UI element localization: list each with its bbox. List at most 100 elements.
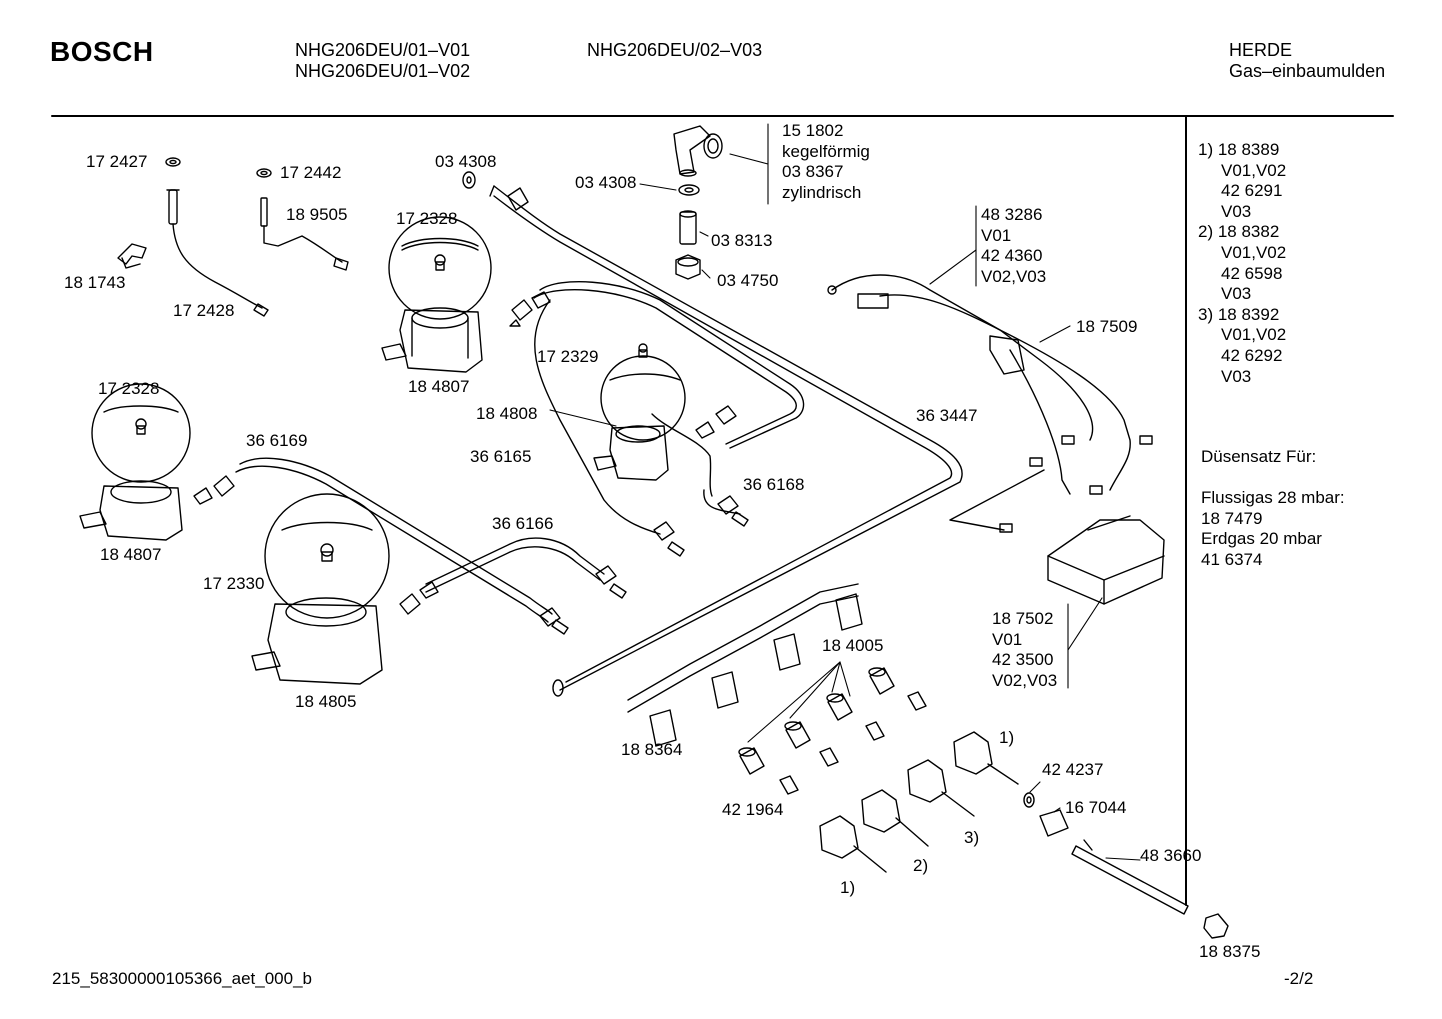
legend-line: V03	[1221, 201, 1252, 221]
nozzle-set-list: Flussigas 28 mbar: 18 7479 Erdgas 20 mba…	[1201, 488, 1345, 570]
model-number: NHG206DEU/01–V01	[295, 40, 471, 60]
nut-icon	[675, 254, 701, 280]
part-label: 18 4807	[408, 377, 470, 396]
part-label: 18 4805	[295, 692, 357, 711]
category-line: Gas–einbaumulden	[1229, 61, 1386, 81]
part-label: 03 4308	[575, 173, 637, 192]
stack-line: V01	[981, 225, 1012, 245]
stack-line: kegelförmig	[782, 141, 870, 161]
stack-line: V02,V03	[981, 266, 1047, 286]
part-label: 17 2328	[98, 379, 160, 398]
nozzle-line: Erdgas 20 mbar	[1201, 529, 1322, 549]
variant-marker: 2)	[913, 856, 929, 875]
legend-line: V01,V02	[1221, 160, 1287, 180]
stack-line: V01	[992, 629, 1023, 649]
variant-marker: 1)	[999, 728, 1015, 747]
part-label: 18 8375	[1199, 942, 1261, 961]
elbow-fitting-icon	[673, 125, 723, 177]
legend-line: V03	[1221, 284, 1252, 304]
gas-pipe-main-icon	[489, 185, 963, 697]
legend-line: 3) 18 8392	[1198, 304, 1280, 324]
ignition-cable-icon	[827, 274, 1153, 533]
spark-generator-icon	[1047, 515, 1165, 605]
part-label: 36 6166	[492, 514, 554, 533]
part-label: 18 4807	[100, 545, 162, 564]
page-number: -2/2	[1284, 969, 1314, 988]
variant-legend: 1) 18 8389 V01,V02 42 6291 V03 2) 18 838…	[1198, 140, 1286, 387]
part-label: 36 6165	[470, 447, 532, 466]
stack-line: V02,V03	[992, 670, 1058, 690]
nozzle-adapter-icon	[679, 210, 697, 245]
part-label: 48 3660	[1140, 846, 1202, 865]
part-label: 17 2330	[203, 574, 265, 593]
stack-line: zylindrisch	[782, 182, 862, 202]
stack-line: 42 4360	[981, 246, 1043, 266]
stack-line: 42 3500	[992, 650, 1054, 670]
variant-marker: 1)	[840, 878, 856, 897]
washer-icon	[1023, 792, 1035, 808]
part-label: 17 2427	[86, 152, 148, 171]
part-label: 36 3447	[916, 406, 978, 425]
part-label: 42 4237	[1042, 760, 1104, 779]
injector-nozzle-icon	[738, 667, 927, 795]
gas-pipe-icon	[425, 537, 605, 593]
part-label: 18 9505	[286, 205, 348, 224]
part-label: 03 8313	[711, 231, 773, 250]
model-list-left: NHG206DEU/01–V01 NHG206DEU/01–V02	[295, 40, 470, 82]
part-label: 03 4308	[435, 152, 497, 171]
burner-base-icon	[79, 480, 183, 541]
part-label: 18 7509	[1076, 317, 1138, 336]
model-number: NHG206DEU/01–V02	[295, 61, 471, 81]
part-label: 17 2328	[396, 209, 458, 228]
part-label: 03 4750	[717, 271, 779, 290]
category-title: HERDE Gas–einbaumulden	[1229, 40, 1385, 82]
stack-line: 18 7502	[992, 609, 1054, 628]
gas-tap-icon	[819, 731, 1019, 873]
part-label: 17 2442	[280, 163, 342, 182]
thermocouple-part-icon	[165, 157, 269, 317]
document-id: 215_58300000105366_aet_000_b	[52, 969, 312, 988]
burner-base-icon	[593, 425, 669, 481]
part-label: 16 7044	[1065, 798, 1127, 817]
washer-icon	[462, 171, 700, 196]
burner-cap-icon	[600, 343, 686, 441]
burner-base-icon	[381, 307, 483, 373]
stack-line: 48 3286	[981, 205, 1043, 224]
box-variant-labels: 18 7502 V01 42 3500 V02,V03	[992, 609, 1057, 691]
gas-pipe-icon	[533, 281, 805, 535]
legend-line: V03	[1221, 366, 1252, 386]
burner-cap-icon	[91, 383, 191, 483]
category-line: HERDE	[1229, 40, 1293, 60]
variant-marker: 3)	[964, 828, 980, 847]
valve-bracket-icon	[627, 583, 863, 747]
nozzle-line: 41 6374	[1201, 549, 1263, 569]
fitting-variant-labels: 15 1802 kegelförmig 03 8367 zylindrisch	[782, 121, 870, 203]
legend-line: 1) 18 8389	[1198, 140, 1280, 159]
part-label: 17 2329	[537, 347, 599, 366]
leader-lines	[549, 123, 1141, 861]
legend-line: V01,V02	[1221, 242, 1287, 262]
brand-logo: BOSCH	[50, 36, 154, 67]
part-label: 36 6168	[743, 475, 805, 494]
ignition-electrode-icon	[256, 168, 349, 271]
part-label: 18 1743	[64, 273, 126, 292]
clip-part-icon	[117, 243, 147, 269]
stack-line: 03 8367	[782, 162, 844, 182]
legend-line: 42 6292	[1221, 345, 1283, 365]
legend-line: 42 6598	[1221, 263, 1283, 283]
thermo-connector-icon	[1039, 809, 1069, 837]
part-label: 36 6169	[246, 431, 308, 450]
burner-cap-icon	[388, 216, 492, 320]
nozzle-line: Flussigas 28 mbar:	[1201, 488, 1345, 507]
part-label: 18 4808	[476, 404, 538, 423]
nozzle-title: Düsensatz Für:	[1201, 447, 1317, 466]
part-label: 17 2428	[173, 301, 235, 320]
legend-line: V01,V02	[1221, 325, 1287, 345]
nozzle-set-title: Düsensatz Für:	[1201, 447, 1316, 468]
part-label: 18 4005	[822, 636, 884, 655]
burner-base-icon	[251, 597, 383, 685]
cable-variant-labels: 48 3286 V01 42 4360 V02,V03	[981, 205, 1046, 287]
stack-line: 15 1802	[782, 121, 844, 140]
nozzle-line: 18 7479	[1201, 508, 1263, 528]
